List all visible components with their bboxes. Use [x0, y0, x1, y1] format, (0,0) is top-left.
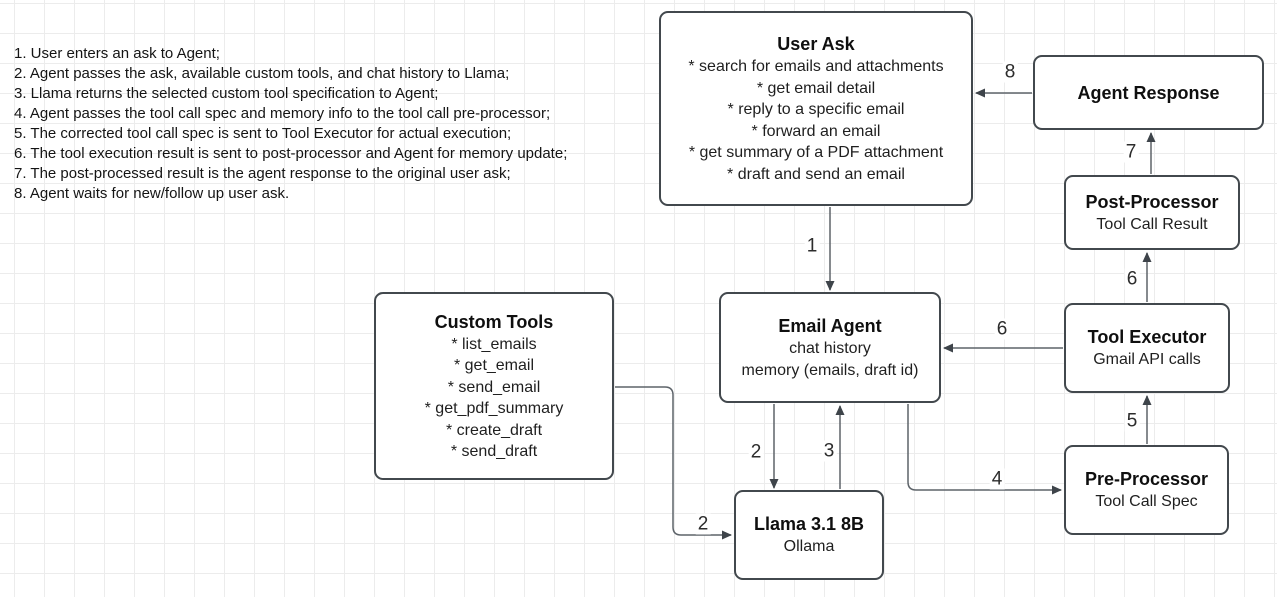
process-step: 6. The tool execution result is sent to … [14, 145, 568, 162]
node-tool-executor: Tool Executor Gmail API calls [1064, 303, 1230, 393]
node-title: Tool Executor [1087, 327, 1207, 348]
node-subtitle: Gmail API calls [1093, 351, 1201, 369]
node-title: Llama 3.1 8B [753, 514, 865, 535]
node-title: Pre-Processor [1084, 469, 1209, 490]
node-line: * send_draft [450, 443, 538, 460]
node-title: Email Agent [778, 316, 882, 336]
node-line: * create_draft [445, 421, 543, 439]
edge-label-4: 4 [989, 468, 1005, 490]
process-step: 8. Agent waits for new/follow up user as… [14, 185, 290, 202]
process-step: 2. Agent passes the ask, available custo… [14, 65, 510, 82]
process-step: 5. The corrected tool call spec is sent … [14, 125, 512, 142]
node-subtitle: Tool Call Spec [1095, 493, 1198, 511]
process-step: 1. User enters an ask to Agent; [14, 45, 220, 62]
node-custom-tools: Custom Tools * list_emails * get_email *… [374, 292, 614, 480]
edge-label-2: 2 [695, 513, 711, 535]
node-title: Agent Response [1077, 82, 1220, 103]
node-line: * get email detail [756, 79, 876, 97]
node-llama: Llama 3.1 8B Ollama [734, 490, 884, 580]
process-steps-list: 1. User enters an ask to Agent; 2. Agent… [14, 44, 567, 204]
process-step: 3. Llama returns the selected custom too… [14, 85, 439, 102]
node-email-agent: Email Agent chat history memory (emails,… [719, 292, 941, 403]
node-line: * search for emails and attachments [688, 58, 944, 75]
edge-label-5: 5 [1124, 410, 1140, 432]
node-title: User Ask [777, 34, 855, 54]
node-pre-processor: Pre-Processor Tool Call Spec [1064, 445, 1229, 535]
edge-label-6: 6 [1124, 268, 1140, 290]
node-line: chat history [789, 340, 871, 357]
node-line: * draft and send an email [727, 165, 905, 183]
edge-2-custom-tools-to-llama [615, 386, 732, 540]
edge-label-2: 2 [748, 441, 764, 463]
node-subtitle: Tool Call Result [1096, 215, 1208, 233]
edge-label-8: 8 [1002, 61, 1018, 83]
node-line: memory (emails, draft id) [741, 361, 919, 379]
process-step: 4. Agent passes the tool call spec and m… [14, 105, 551, 122]
node-subtitle: Ollama [783, 538, 835, 556]
edge-4-email-agent-to-pre-processor [907, 404, 1062, 495]
node-line: * send_email [447, 378, 541, 396]
node-line: * get_pdf_summary [424, 400, 564, 417]
edge-label-7: 7 [1123, 141, 1139, 163]
edge-label-6: 6 [994, 318, 1010, 340]
node-title: Post-Processor [1085, 191, 1219, 212]
node-line: * list_emails [451, 335, 537, 353]
node-line: * forward an email [751, 122, 881, 140]
node-title: Custom Tools [434, 311, 554, 332]
edge-label-3: 3 [821, 440, 837, 462]
node-agent-response: Agent Response [1033, 55, 1264, 130]
node-post-processor: Post-Processor Tool Call Result [1064, 175, 1240, 250]
node-user-ask: User Ask * search for emails and attachm… [659, 11, 973, 206]
edge-label-1: 1 [804, 235, 820, 257]
node-line: * get summary of a PDF attachment [688, 144, 944, 161]
process-step: 7. The post-processed result is the agen… [14, 165, 511, 182]
node-line: * get_email [453, 357, 535, 374]
node-line: * reply to a specific email [727, 101, 905, 118]
